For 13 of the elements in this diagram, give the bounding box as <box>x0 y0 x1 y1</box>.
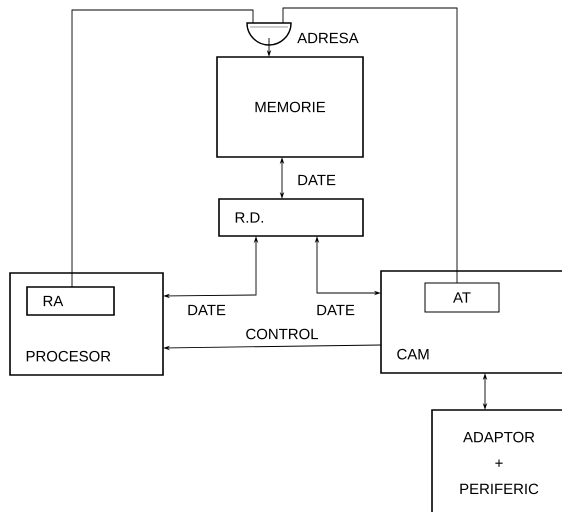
block-box: AT <box>424 282 500 312</box>
block-box: ADAPTOR + PERIFERIC <box>431 409 562 512</box>
connector-line <box>72 10 254 288</box>
connector-line <box>282 8 458 284</box>
edge-label: ADRESA <box>297 32 359 44</box>
block-box: RA <box>26 286 115 316</box>
edge-label: CONTROL <box>246 328 318 340</box>
edge-label: DATE <box>188 304 226 316</box>
block-box: R.D. <box>218 198 364 237</box>
block-box: MEMORIE <box>216 56 364 158</box>
edge-label: DATE <box>298 174 336 186</box>
multiplexer-symbol <box>246 22 292 46</box>
edge-label: DATE <box>317 304 354 316</box>
